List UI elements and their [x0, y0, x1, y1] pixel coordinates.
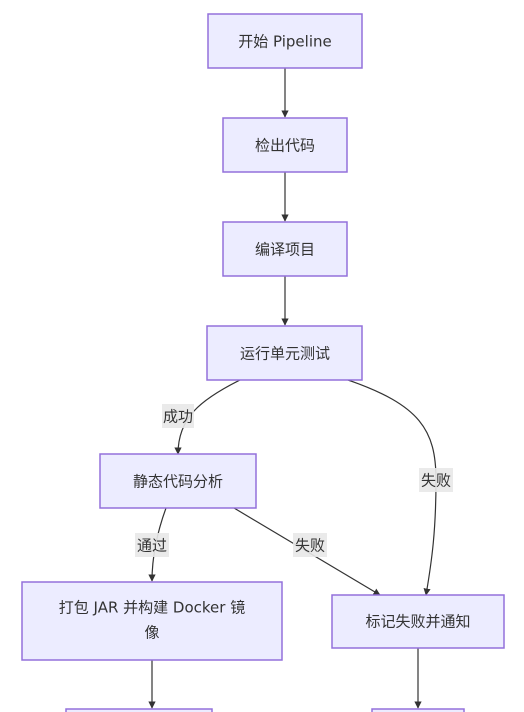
node-start: 开始 Pipeline — [207, 13, 363, 69]
edge-label-text: 失败 — [421, 472, 451, 490]
node-label: 检出代码 — [255, 137, 315, 155]
node-label: 标记失败并通知 — [365, 613, 470, 631]
node-label: 静态代码分析 — [133, 473, 223, 491]
edge-label-analysis-pass: 通过 — [135, 533, 169, 557]
node-next-after-package — [65, 708, 213, 712]
edge-label-text: 失败 — [295, 537, 325, 555]
node-package: 打包 JAR 并构建 Docker 镜 像 — [21, 581, 283, 661]
node-label: 编译项目 — [255, 241, 315, 259]
edge-label-test-failure: 失败 — [419, 468, 453, 492]
node-label: 运行单元测试 — [240, 345, 330, 363]
node-mark-failed: 标记失败并通知 — [331, 594, 505, 649]
node-static-analysis: 静态代码分析 — [99, 453, 257, 509]
node-label-line2: 像 — [144, 624, 159, 642]
edge-label-text: 成功 — [163, 408, 193, 426]
node-label: 开始 Pipeline — [238, 33, 331, 51]
node-label-line1: 打包 JAR 并构建 Docker 镜 — [59, 599, 245, 617]
edge-label-test-success: 成功 — [162, 404, 194, 428]
node-next-after-failure — [371, 708, 465, 712]
edge-test-to-analysis — [174, 379, 241, 455]
edge-label-analysis-failure: 失败 — [293, 533, 327, 557]
node-checkout: 检出代码 — [222, 117, 348, 173]
edge-label-text: 通过 — [137, 537, 167, 555]
node-unit-test: 运行单元测试 — [206, 325, 363, 381]
node-compile: 编译项目 — [222, 221, 348, 277]
